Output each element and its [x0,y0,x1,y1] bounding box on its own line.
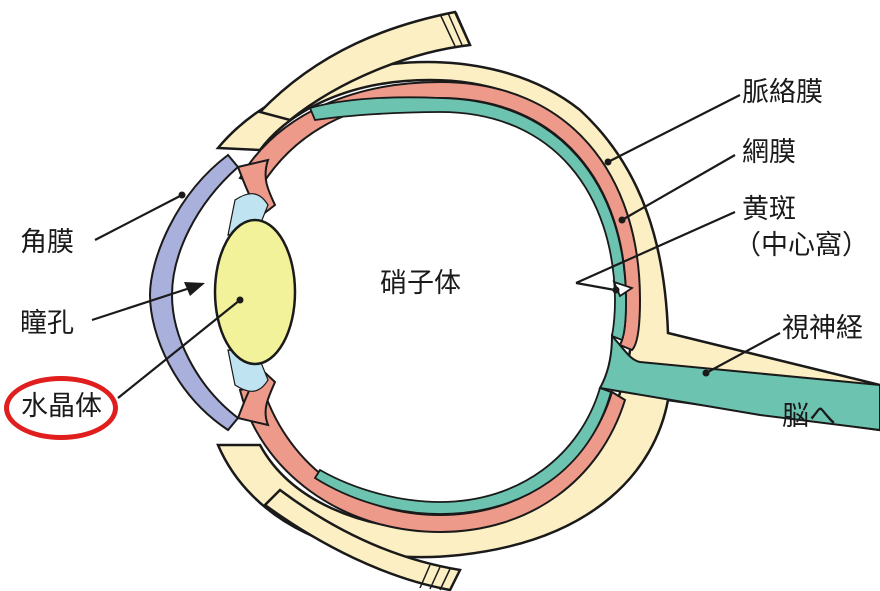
optic-nerve [598,333,880,432]
macula-pointer-tail [575,281,616,292]
optic-nerve-pointer [705,332,781,374]
retina-dot [618,216,626,224]
highlight-ring [4,376,118,440]
pointer-lines [91,94,781,399]
label-optic-nerve: 視神経 [782,313,863,344]
label-vitreous: 硝子体 [380,268,461,299]
label-retina: 網膜 [742,137,796,168]
pupil-pointer [91,286,191,322]
lens-shape [213,218,297,366]
label-to-brain: 脳へ [782,401,836,432]
lens-pointer [117,299,241,399]
macula-pointer [575,210,736,285]
label-pupil: 瞳孔 [20,308,74,339]
pointer-marks [178,158,710,377]
label-macula: 黄斑 [742,194,796,225]
retina-pointer [621,154,736,221]
lens-dot [236,296,244,304]
choroid-dot [604,158,612,166]
optic-nerve-dot [702,369,710,377]
lower-muscle-stripes [419,564,451,591]
label-fovea: （中心窩） [734,230,869,261]
label-cornea: 角膜 [20,227,74,258]
label-lens: 水晶体 [21,391,102,422]
upper-muscle-stripes [439,11,471,47]
label-choroid: 脈絡膜 [742,77,823,108]
macula-dot [612,286,620,294]
choroid-pointer [607,94,741,163]
lower-muscle [263,488,462,591]
cornea-pointer [94,194,183,241]
pupil-arrowhead [184,282,205,296]
retina-layer [308,96,627,342]
cornea-dot [178,191,186,199]
cornea-shape [148,153,240,432]
